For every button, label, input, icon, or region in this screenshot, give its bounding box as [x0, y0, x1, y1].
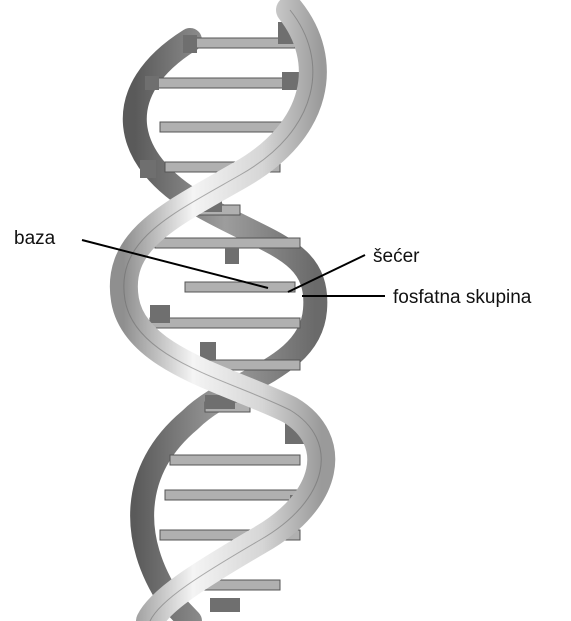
base-label: baza	[14, 228, 56, 249]
sugar-label: šećer	[373, 246, 420, 267]
phosphate-group-label: fosfatna skupina	[393, 287, 532, 308]
